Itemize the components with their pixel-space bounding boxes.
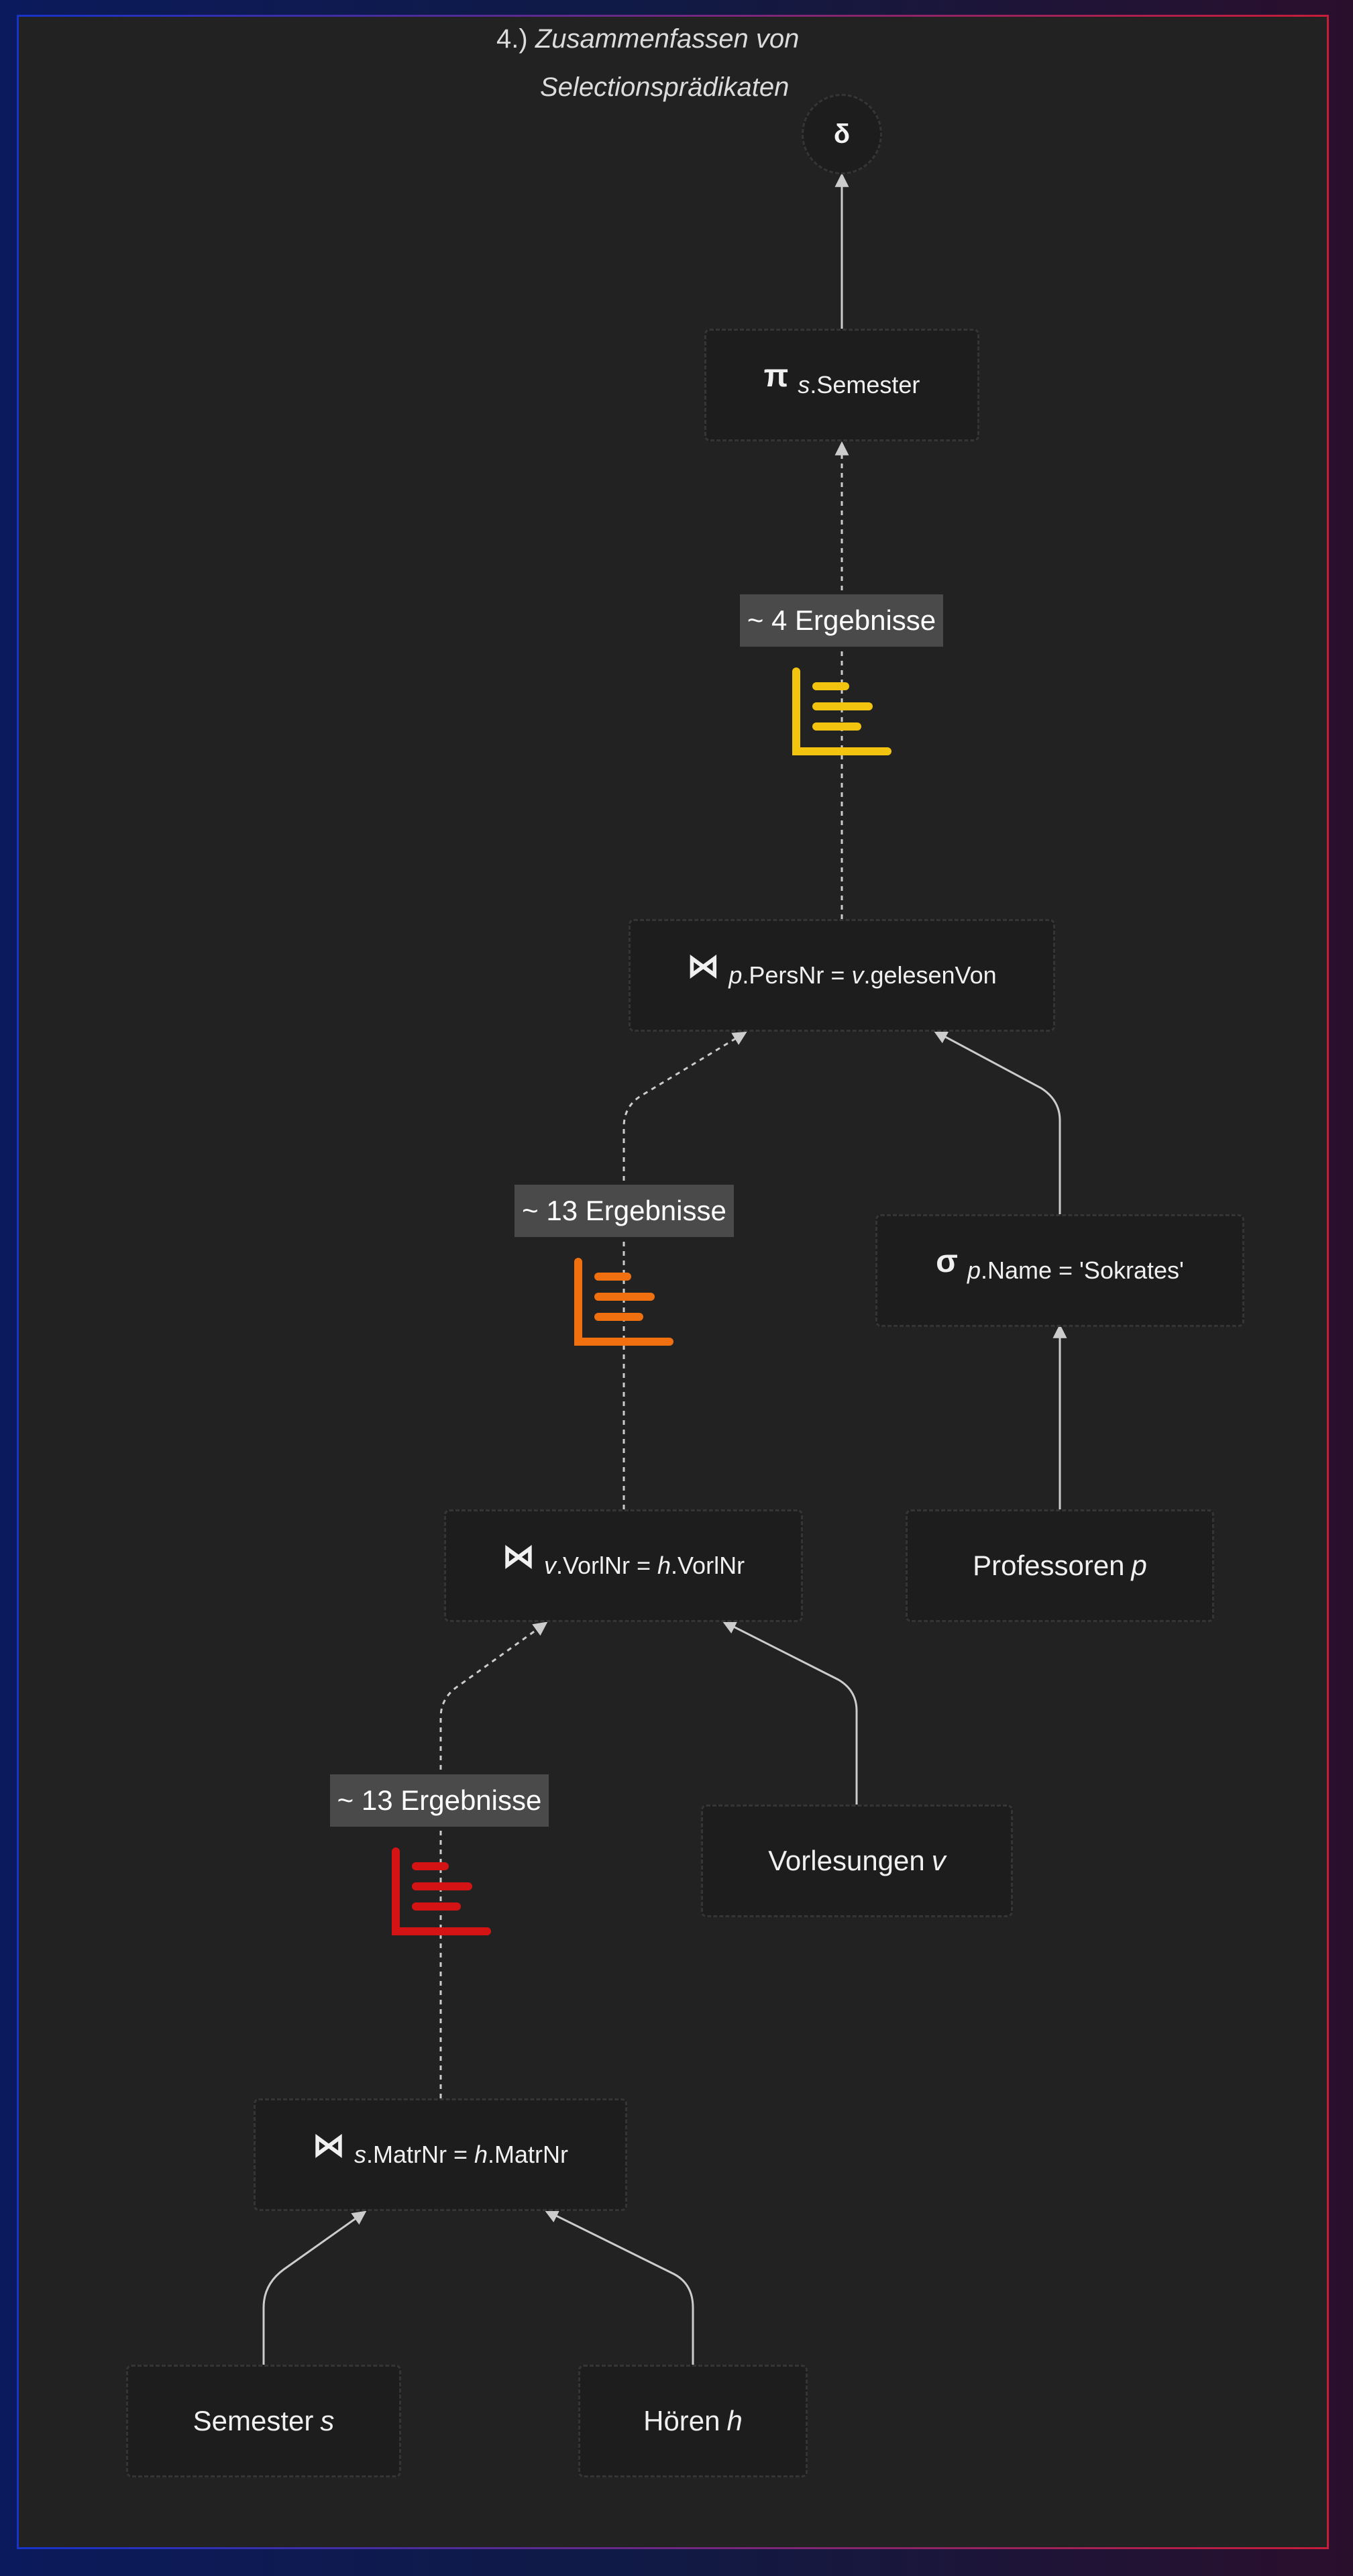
join-matr-right-attr: .MatrNr bbox=[488, 2141, 569, 2168]
join-pers-left-attr: .PersNr = bbox=[742, 961, 852, 989]
selection-node[interactable]: σ p.Name = 'Sokrates' bbox=[875, 1214, 1244, 1327]
relation-professoren[interactable]: Professoren p bbox=[906, 1509, 1214, 1622]
join-pers-right-alias: v bbox=[851, 961, 864, 989]
join-operator: ⋈ bbox=[312, 2128, 345, 2163]
bar-chart-icon-orange bbox=[574, 1258, 673, 1346]
bar-chart-icon-red bbox=[392, 1847, 491, 1935]
edge-selection-to-join-pers bbox=[933, 1030, 1061, 1216]
selection-alias: p bbox=[967, 1256, 981, 1284]
relation-vorlesungen-alias: v bbox=[931, 1845, 946, 1876]
join-matr-left-alias: s bbox=[354, 2141, 366, 2168]
edge-semester-to-join-matr bbox=[262, 2210, 367, 2365]
selection-predicate: .Name = 'Sokrates' bbox=[981, 1256, 1184, 1284]
edge-hoeren-to-join-matr bbox=[544, 2210, 694, 2365]
relation-semester[interactable]: Semester s bbox=[126, 2365, 401, 2477]
projection-attribute: .Semester bbox=[810, 371, 920, 398]
relation-hoeren-name: Hören bbox=[643, 2405, 720, 2436]
join-persnr-node[interactable]: ⋈ p.PersNr = v.gelesenVon bbox=[629, 919, 1055, 1032]
join-operator: ⋈ bbox=[502, 1539, 535, 1574]
title-line-1: Zusammenfassen von bbox=[535, 24, 800, 54]
join-matrnr-node[interactable]: ⋈ s.MatrNr = h.MatrNr bbox=[254, 2098, 627, 2211]
selection-operator: σ bbox=[936, 1243, 958, 1279]
title-number: 4.) bbox=[496, 24, 528, 54]
estimate-badge-13-upper: ~ 13 Ergebnisse bbox=[515, 1185, 734, 1237]
join-vorl-left-attr: .VorlNr = bbox=[555, 1552, 657, 1579]
join-vorl-left-alias: v bbox=[543, 1552, 556, 1579]
estimate-badge-13-lower: ~ 13 Ergebnisse bbox=[330, 1774, 549, 1827]
relation-professoren-alias: p bbox=[1131, 1550, 1147, 1581]
root-distinct-node[interactable]: δ bbox=[802, 94, 882, 174]
distinct-symbol: δ bbox=[833, 119, 851, 149]
join-vorl-right-attr: .VorlNr bbox=[671, 1552, 745, 1579]
relation-hoeren-alias: h bbox=[726, 2405, 743, 2436]
join-vorlnr-node[interactable]: ⋈ v.VorlNr = h.VorlNr bbox=[444, 1509, 803, 1622]
relation-semester-alias: s bbox=[320, 2405, 335, 2436]
projection-operator: π bbox=[763, 358, 789, 394]
projection-node[interactable]: π s.Semester bbox=[704, 329, 979, 441]
join-operator: ⋈ bbox=[687, 949, 720, 984]
title-line-2: Selectionsprädikaten bbox=[540, 72, 790, 102]
relation-vorlesungen[interactable]: Vorlesungen v bbox=[701, 1805, 1013, 1917]
join-matr-left-attr: .MatrNr = bbox=[366, 2141, 474, 2168]
join-pers-right-attr: .gelesenVon bbox=[863, 961, 997, 989]
diagram-title: 4.) Zusammenfassen von Selectionsprädika… bbox=[496, 15, 872, 111]
projection-alias: s bbox=[798, 371, 810, 398]
join-matr-right-alias: h bbox=[474, 2141, 488, 2168]
join-pers-left-alias: p bbox=[728, 961, 743, 989]
bar-chart-icon-yellow bbox=[792, 667, 891, 755]
relation-vorlesungen-name: Vorlesungen bbox=[768, 1845, 925, 1876]
estimate-badge-4: ~ 4 Ergebnisse bbox=[740, 594, 943, 647]
relation-hoeren[interactable]: Hören h bbox=[578, 2365, 808, 2477]
join-vorl-right-alias: h bbox=[657, 1552, 671, 1579]
edge-vorlesungen-to-join-vorl bbox=[722, 1621, 858, 1806]
relation-professoren-name: Professoren bbox=[973, 1550, 1125, 1581]
relation-semester-name: Semester bbox=[193, 2405, 314, 2436]
